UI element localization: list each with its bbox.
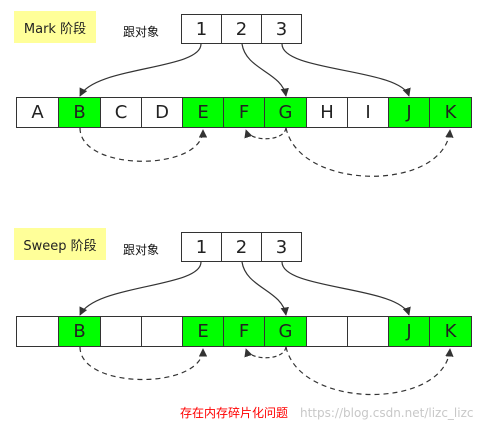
- sweep-heap-cell: F: [223, 316, 265, 347]
- mark-root-2: 2: [221, 14, 262, 44]
- sweep-arrow-root2-to-G: [241, 261, 289, 316]
- sweep-heap-cell: K: [429, 316, 472, 347]
- mark-arrow-B-to-E: [79, 127, 208, 162]
- sweep-arrow-B-to-E: [79, 346, 208, 381]
- mark-arrow-root1-to-B: [79, 43, 202, 97]
- sweep-heap-cell: G: [264, 316, 307, 347]
- mark-heap-cell: E: [182, 97, 224, 128]
- sweep-arrow-root3-to-J: [281, 261, 411, 316]
- mark-heap-cell: H: [306, 97, 348, 128]
- mark-heap-cell: J: [388, 97, 430, 128]
- mark-heap-cell: I: [347, 97, 389, 128]
- mark-arrow-G-to-K: [285, 127, 454, 177]
- sweep-root-2: 2: [221, 232, 262, 262]
- watermark: https://blog.csdn.net/lizc_lizc: [300, 406, 474, 420]
- mark-heap-cell: A: [16, 97, 59, 128]
- sweep-root-1: 1: [181, 232, 222, 262]
- sweep-heap-cell: B: [58, 316, 101, 347]
- fragmentation-caption: 存在内存碎片化问题: [180, 406, 289, 420]
- sweep-heap-cell-freed: [16, 316, 59, 347]
- mark-heap-cell: F: [223, 97, 265, 128]
- sweep-heap-cell-freed: [141, 316, 183, 347]
- mark-heap-cell: C: [100, 97, 142, 128]
- mark-arrow-G-to-F: [244, 127, 287, 140]
- sweep-arrow-G-to-F: [244, 346, 287, 359]
- mark-phase-label: Mark 阶段: [14, 11, 96, 43]
- sweep-heap-cell: J: [388, 316, 430, 347]
- sweep-arrow-G-to-K: [285, 346, 454, 395]
- mark-heap-cell: B: [58, 97, 101, 128]
- sweep-heap-cell-freed: [100, 316, 142, 347]
- mark-arrow-root2-to-G: [241, 43, 289, 97]
- sweep-arrow-root1-to-B: [79, 261, 202, 316]
- sweep-phase-label: Sweep 阶段: [14, 228, 106, 260]
- sweep-root-objects-label: 跟对象: [123, 243, 160, 257]
- mark-root-3: 3: [261, 14, 302, 44]
- mark-heap-cell: G: [264, 97, 307, 128]
- sweep-root-3: 3: [261, 232, 302, 262]
- mark-heap-cell: D: [141, 97, 183, 128]
- mark-heap-cell: K: [429, 97, 472, 128]
- mark-arrow-root3-to-J: [281, 43, 411, 97]
- mark-root-objects-label: 跟对象: [123, 25, 160, 39]
